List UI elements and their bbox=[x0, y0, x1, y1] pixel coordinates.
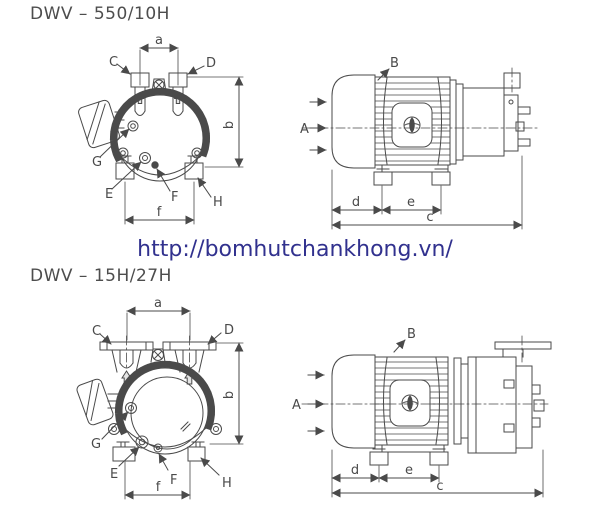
side-view-2-lines bbox=[301, 335, 552, 498]
dim-label-a-2: a bbox=[154, 296, 162, 311]
model-title-15h-27h: DWV – 15H/27H bbox=[30, 266, 172, 286]
front-view-1-lines bbox=[78, 43, 244, 225]
side-view-1-lines bbox=[301, 67, 539, 230]
point-label-e-1: E bbox=[105, 187, 113, 202]
point-label-f-1: F bbox=[171, 190, 178, 205]
point-label-b-side-2: B bbox=[407, 327, 416, 342]
port-label-c-1: C bbox=[109, 55, 118, 70]
point-label-g-2: G bbox=[91, 437, 101, 452]
front-view-15h-27h-drawing: a C D b G E F H f bbox=[76, 296, 244, 500]
point-label-a-side-1: A bbox=[300, 122, 309, 137]
port-label-d-2: D bbox=[224, 323, 234, 338]
point-label-f-2: F bbox=[170, 473, 177, 488]
front-view-550-10h-drawing: a C D b G E F H f bbox=[78, 33, 244, 225]
point-label-g-1: G bbox=[92, 155, 102, 170]
dim-label-f-1: f bbox=[157, 205, 162, 220]
point-label-h-1: H bbox=[213, 195, 223, 210]
front-view-2-labels: a C D b G E F H f bbox=[91, 296, 237, 495]
model-title-550-10h: DWV – 550/10H bbox=[30, 4, 170, 24]
point-label-b-side-1: B bbox=[390, 56, 399, 71]
side-view-550-10h-drawing: B A d e c bbox=[300, 56, 539, 230]
dim-label-b-1: b bbox=[222, 121, 237, 129]
dim-label-e-2: e bbox=[405, 463, 413, 478]
front-view-2-lines bbox=[76, 306, 244, 500]
watermark-url: http://bomhutchankhong.vn/ bbox=[137, 237, 453, 262]
side-view-2-labels: B A d e c bbox=[292, 327, 444, 494]
port-label-c-2: C bbox=[92, 324, 101, 339]
point-label-e-2: E bbox=[110, 467, 118, 482]
dim-label-e-1: e bbox=[407, 195, 415, 210]
dim-label-c-1: c bbox=[426, 210, 433, 225]
front-view-1-labels: a C D b G E F H f bbox=[92, 33, 237, 220]
side-view-15h-27h-drawing: B A d e c bbox=[292, 327, 552, 498]
dim-label-f-2: f bbox=[156, 480, 161, 495]
dim-label-d-1: d bbox=[352, 195, 360, 210]
dim-label-b-2: b bbox=[222, 391, 237, 399]
dim-label-d-2: d bbox=[351, 463, 359, 478]
side-view-1-labels: B A d e c bbox=[300, 56, 434, 225]
dim-label-a-1: a bbox=[155, 33, 163, 48]
point-label-a-side-2: A bbox=[292, 398, 301, 413]
port-label-d-1: D bbox=[206, 56, 216, 71]
dim-label-c-2: c bbox=[436, 479, 443, 494]
point-label-h-2: H bbox=[222, 476, 232, 491]
